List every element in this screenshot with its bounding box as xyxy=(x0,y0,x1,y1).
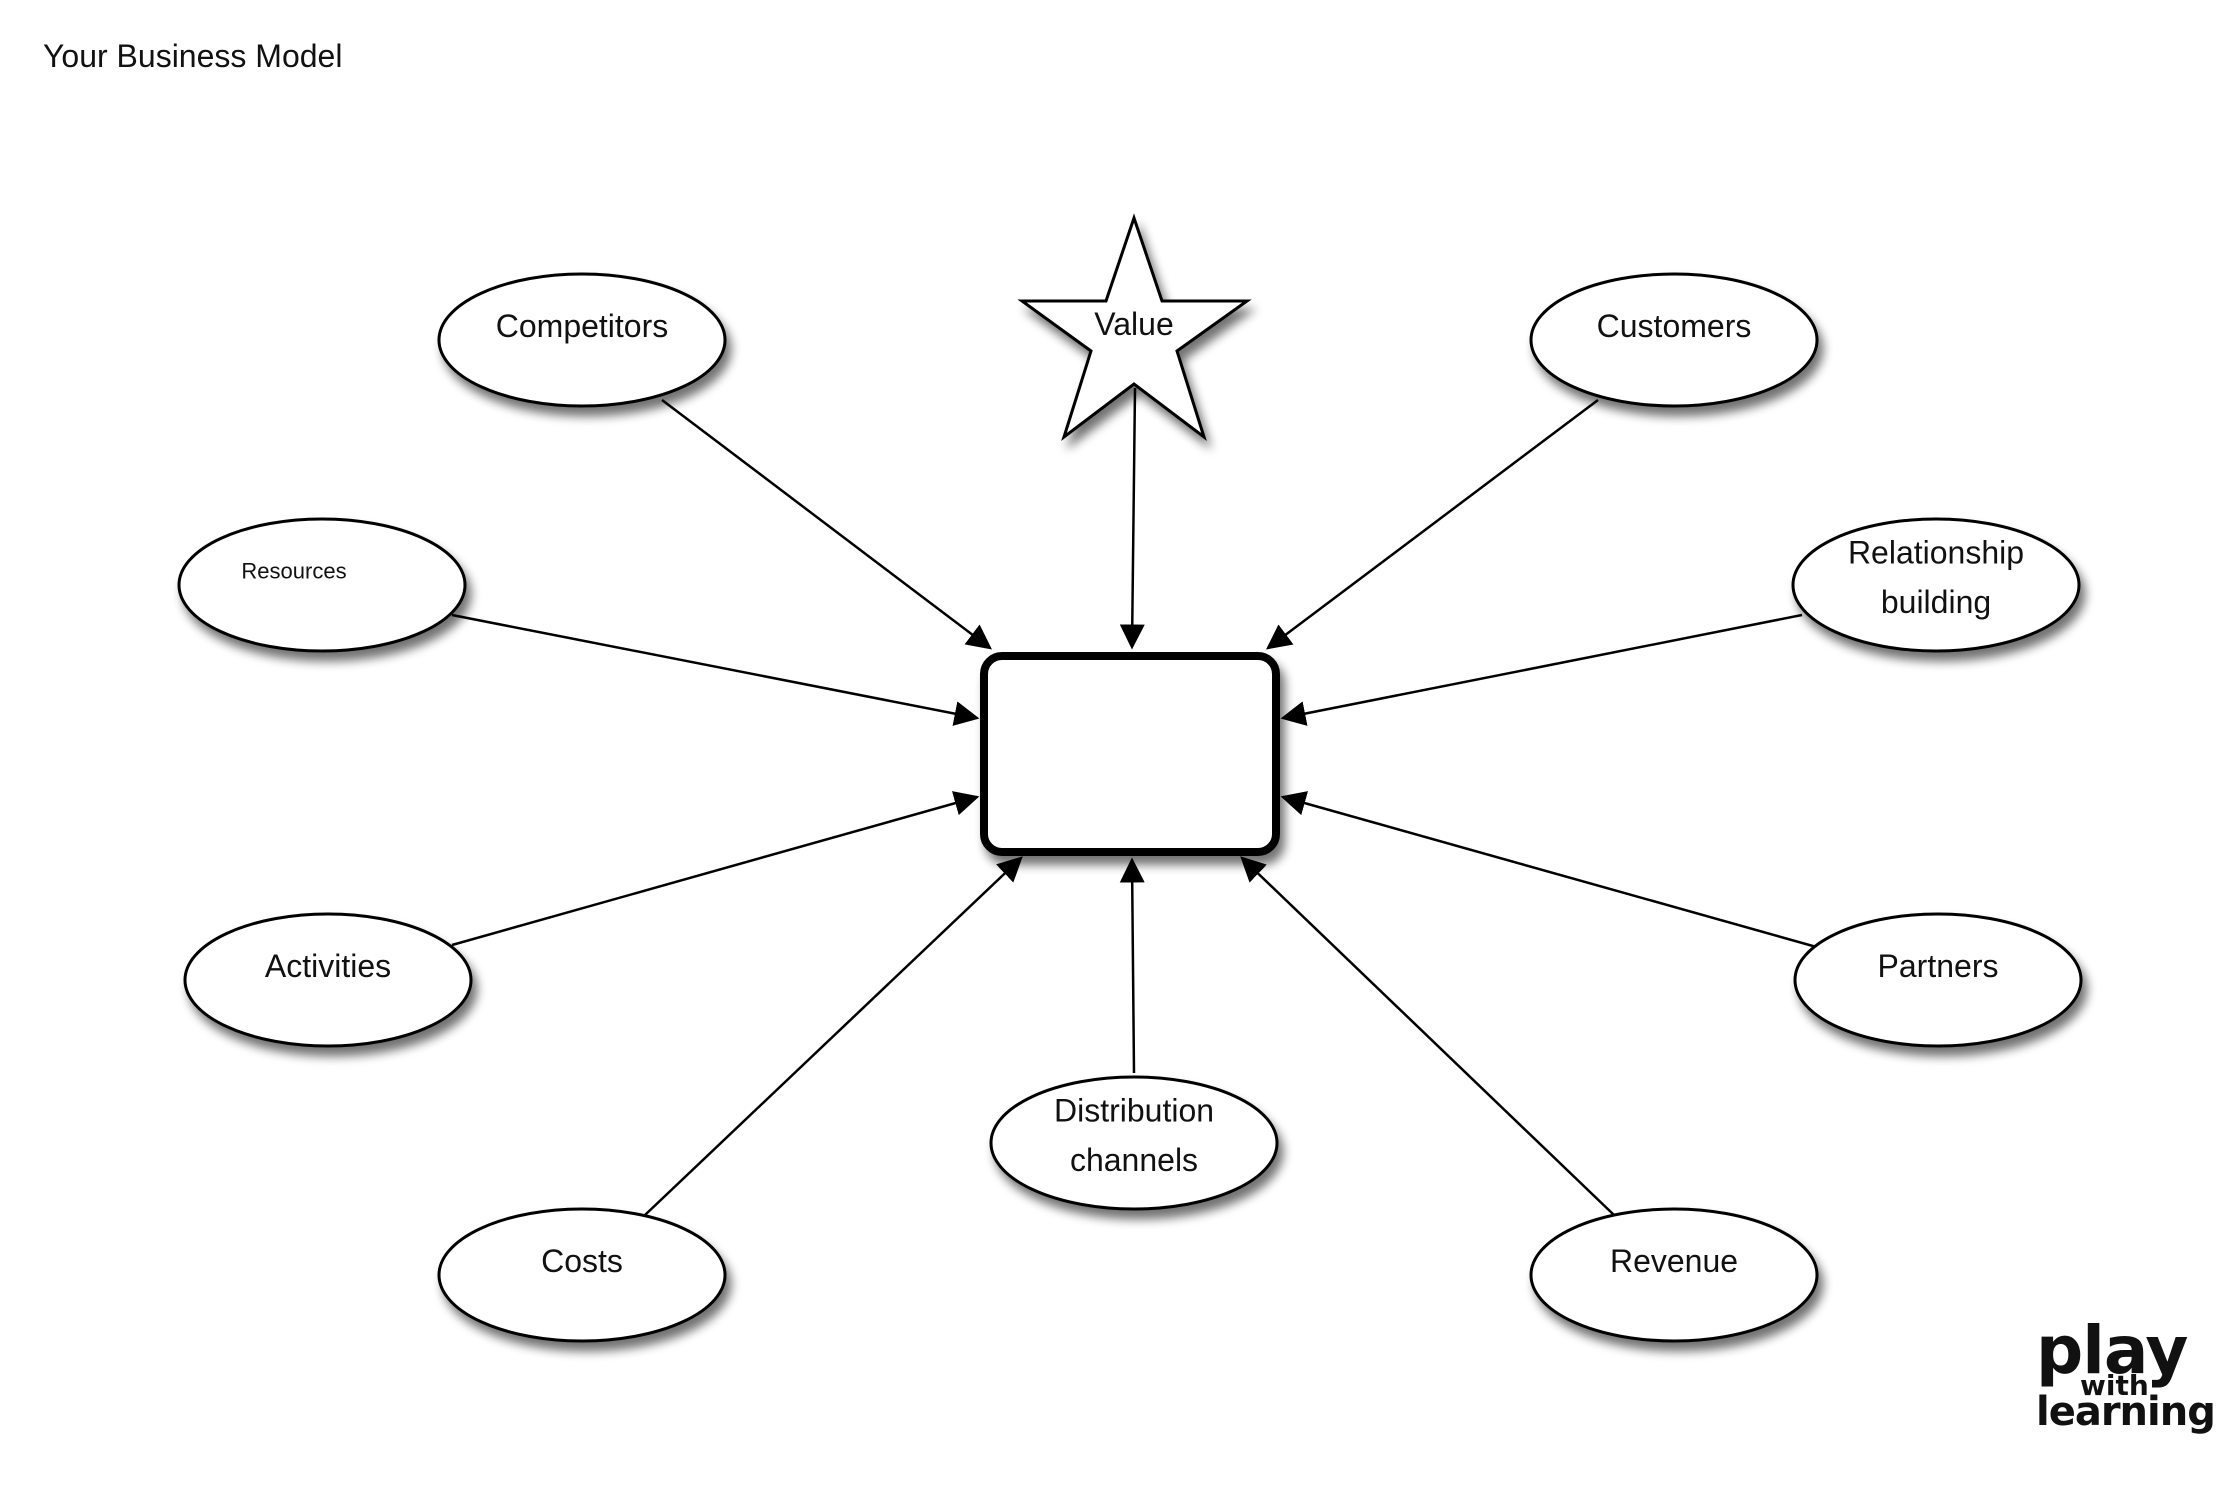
center-box[interactable] xyxy=(980,652,1280,856)
node-activities-label: Activities xyxy=(265,948,391,984)
logo-text-learning: learning xyxy=(2036,1389,2216,1435)
arrow-distribution xyxy=(1119,857,1145,1074)
node-customers-label: Customers xyxy=(1597,308,1752,344)
arrow-activities xyxy=(451,791,980,947)
page-title: Your Business Model xyxy=(43,38,343,74)
node-partners-label: Partners xyxy=(1878,948,1999,984)
arrow-relationship xyxy=(1280,613,1803,726)
node-distribution-label: channels xyxy=(1070,1142,1198,1178)
node-revenue[interactable] xyxy=(1529,1207,1819,1343)
node-partners[interactable] xyxy=(1793,912,2083,1048)
connectors xyxy=(451,387,1821,1216)
arrow-revenue xyxy=(1240,856,1615,1216)
node-costs[interactable] xyxy=(437,1207,727,1343)
node-resources-label: Resources xyxy=(241,559,346,584)
node-distribution[interactable] xyxy=(989,1075,1279,1211)
node-relationship-label: building xyxy=(1881,584,1991,620)
value-star[interactable] xyxy=(1017,213,1252,442)
arrow-customers xyxy=(1266,399,1599,650)
node-activities[interactable] xyxy=(183,912,473,1048)
node-relationship[interactable] xyxy=(1791,517,2081,653)
node-distribution-label: Distribution xyxy=(1054,1092,1214,1128)
node-relationship-label: Relationship xyxy=(1848,534,2024,570)
logo-text-play: play xyxy=(2036,1312,2188,1389)
logo-text-with: with xyxy=(2080,1369,2149,1402)
node-customers[interactable] xyxy=(1529,272,1819,408)
arrow-partners xyxy=(1280,791,1821,950)
node-resources[interactable] xyxy=(177,517,467,653)
arrow-competitors xyxy=(661,399,992,650)
arrow-costs xyxy=(644,856,1023,1216)
node-competitors-label: Competitors xyxy=(496,308,669,344)
play-with-learning-logo: play with learning xyxy=(2036,1312,2216,1435)
arrow-resources xyxy=(451,613,980,726)
arrow-value xyxy=(1119,387,1145,650)
value-star-label: Value xyxy=(1094,306,1173,342)
node-competitors[interactable] xyxy=(437,272,727,408)
node-revenue-label: Revenue xyxy=(1610,1243,1738,1279)
node-costs-label: Costs xyxy=(541,1243,623,1279)
